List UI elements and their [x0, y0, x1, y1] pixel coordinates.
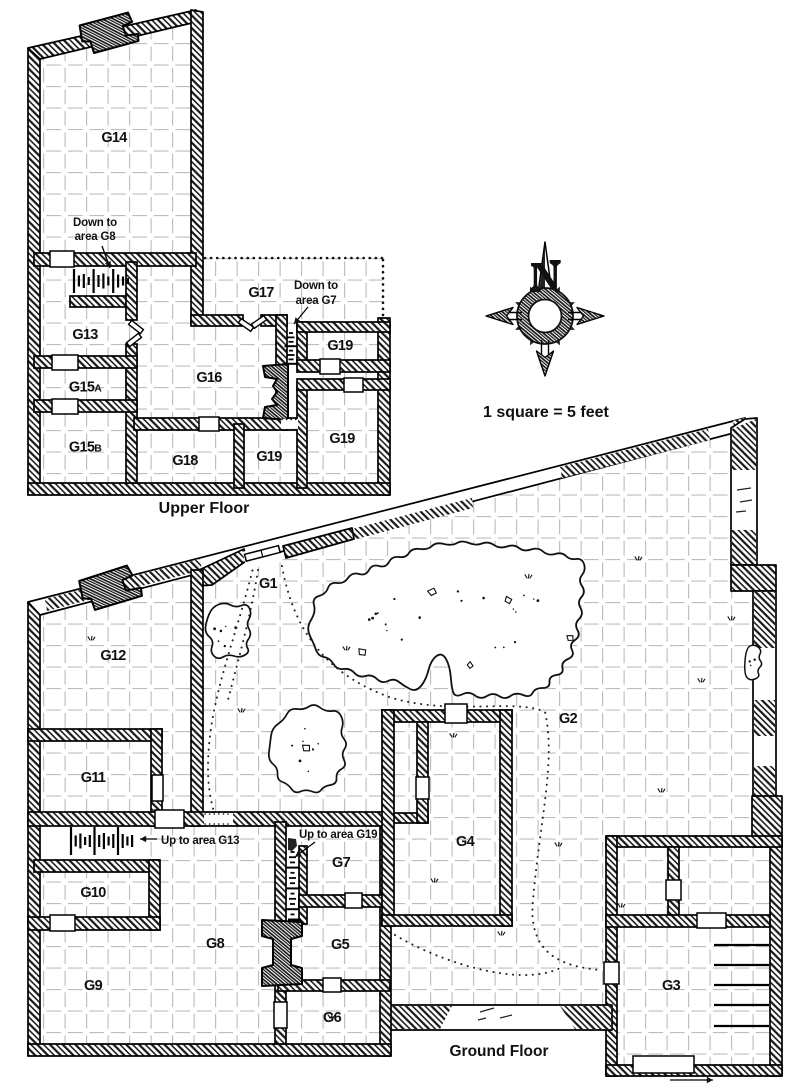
- svg-text:G17: G17: [248, 285, 274, 301]
- svg-text:area G8: area G8: [75, 231, 117, 243]
- svg-text:G18: G18: [172, 453, 198, 469]
- svg-text:Up to area G13: Up to area G13: [161, 835, 239, 847]
- svg-text:G1: G1: [259, 576, 278, 592]
- svg-text:G19: G19: [327, 338, 353, 354]
- svg-text:G7: G7: [332, 855, 351, 871]
- svg-text:1 square = 5 feet: 1 square = 5 feet: [483, 404, 610, 421]
- svg-text:area G7: area G7: [296, 295, 337, 307]
- svg-text:G16: G16: [196, 370, 222, 386]
- svg-text:G15A: G15A: [69, 380, 102, 396]
- svg-text:G8: G8: [206, 936, 225, 952]
- svg-text:G19: G19: [256, 449, 282, 465]
- svg-text:G10: G10: [80, 885, 106, 901]
- svg-text:G3: G3: [662, 978, 681, 994]
- svg-text:Ground Floor: Ground Floor: [449, 1043, 548, 1060]
- svg-text:G4: G4: [456, 834, 475, 850]
- svg-text:Up to area G19: Up to area G19: [299, 829, 377, 841]
- svg-text:G19: G19: [329, 431, 355, 447]
- svg-text:G13: G13: [72, 327, 98, 343]
- svg-text:G14: G14: [101, 130, 127, 146]
- svg-text:G9: G9: [84, 978, 103, 994]
- svg-text:G2: G2: [559, 711, 578, 727]
- svg-text:G11: G11: [81, 770, 106, 786]
- svg-text:Down to: Down to: [294, 280, 338, 292]
- svg-text:Down to: Down to: [73, 217, 117, 229]
- svg-text:G6: G6: [323, 1010, 342, 1026]
- svg-text:G12: G12: [100, 648, 126, 664]
- svg-text:G5: G5: [331, 937, 350, 953]
- svg-text:G15B: G15B: [69, 440, 102, 456]
- svg-text:Upper Floor: Upper Floor: [159, 500, 250, 517]
